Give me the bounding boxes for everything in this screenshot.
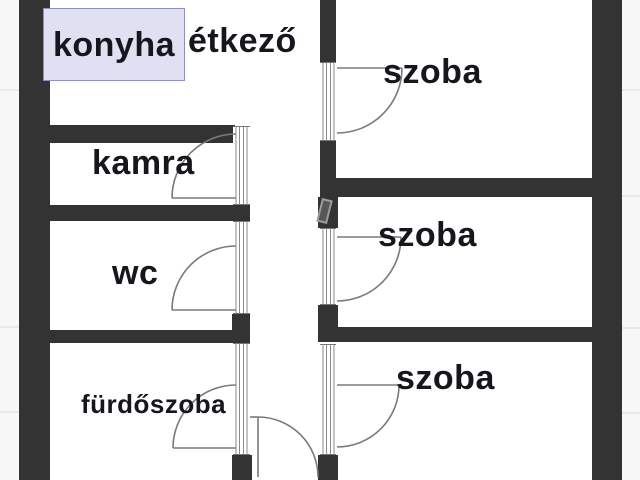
- room-label-konyha: konyha: [52, 25, 176, 64]
- wall-furdoszoba-bottom-stub: [232, 455, 252, 480]
- background-margin-right: [622, 0, 640, 480]
- room-label-furdoszoba: fürdőszoba: [81, 389, 227, 419]
- wall-konyha-kamra: [50, 125, 235, 143]
- door-jamb-wc: [233, 221, 250, 314]
- room-label-etkezo: étkező: [188, 22, 297, 60]
- wall-szoba2-szoba3: [318, 327, 622, 342]
- wall-hall-block: [318, 197, 338, 228]
- background-grid-line: [0, 89, 19, 91]
- door-jamb-szoba-middle: [320, 228, 336, 305]
- wall-hall-bottom-stub: [318, 455, 338, 480]
- wall-hall-top: [320, 0, 336, 64]
- room-label-kamra: kamra: [92, 144, 195, 182]
- background-grid-line: [622, 195, 640, 197]
- door-jamb-szoba-top: [320, 62, 336, 141]
- background-grid-line: [0, 411, 19, 413]
- wall-szoba1-szoba2: [320, 178, 622, 197]
- door-jamb-furdoszoba: [233, 343, 250, 455]
- background-margin-left: [0, 0, 19, 480]
- door-jamb-kamra: [233, 126, 250, 205]
- room-label-szoba-middle: szoba: [378, 216, 477, 254]
- wall-kamra-wc: [50, 205, 250, 221]
- room-highlight-konyha: konyha: [43, 8, 185, 81]
- room-label-wc: wc: [112, 254, 159, 292]
- background-grid-line: [622, 327, 640, 329]
- wall-wc-furdoszoba: [50, 330, 250, 343]
- background-grid-line: [0, 326, 19, 328]
- background-grid-line: [622, 89, 640, 91]
- door-jamb-szoba-bottom: [320, 344, 336, 455]
- background-grid-line: [622, 412, 640, 414]
- room-label-szoba-bottom: szoba: [396, 359, 495, 397]
- wall-outer-right: [592, 0, 622, 480]
- room-label-szoba-top: szoba: [383, 53, 482, 91]
